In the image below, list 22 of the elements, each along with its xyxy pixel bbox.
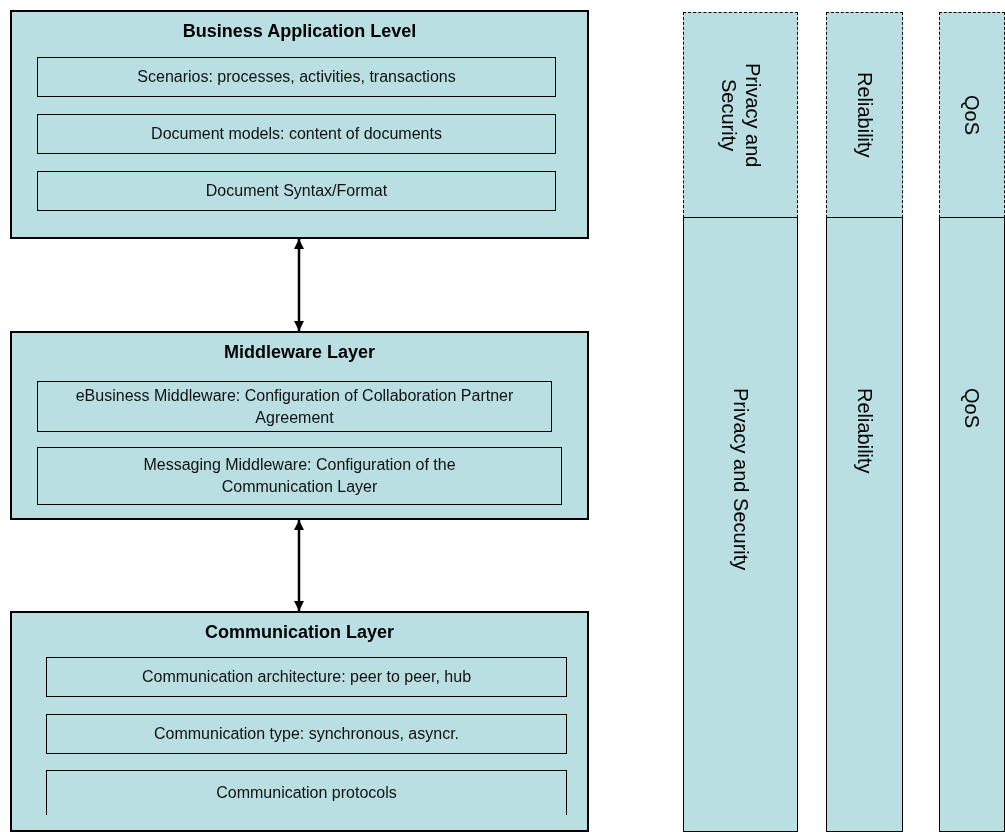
component-box: eBusiness Middleware: Configuration of Collaboration Partner Agreement: [37, 381, 552, 432]
layer-box: [10, 10, 589, 239]
aspect-header-box: Reliability: [826, 12, 903, 218]
layer-title: Business Application Level: [182, 21, 417, 42]
aspect-header-box: Privacy and Security: [683, 12, 798, 218]
component-box: Communication architecture: peer to peer, hub: [46, 657, 567, 697]
aspect-header-box: QoS: [939, 12, 1005, 218]
component-box: Communication protocols: [46, 770, 567, 815]
double-arrow: [294, 520, 304, 611]
component-box: Document models: content of documents: [37, 114, 556, 154]
component-box: Scenarios: processes, activities, transactions: [37, 57, 556, 97]
component-box: Document Syntax/Format: [37, 171, 556, 211]
layer-box: [10, 331, 589, 520]
aspect-column: Reliability: [826, 217, 903, 832]
aspect-column: Privacy and Security: [683, 217, 798, 832]
double-arrow: [294, 239, 304, 331]
layer-title: Communication Layer: [204, 622, 394, 643]
component-box: Communication type: synchronous, asyncr.: [46, 714, 567, 754]
layer-title: Middleware Layer: [223, 342, 376, 363]
aspect-column: QoS: [939, 217, 1005, 832]
layer-box: [10, 611, 589, 832]
component-box: Messaging Middleware: Configuration of the Communication Layer: [37, 447, 562, 505]
